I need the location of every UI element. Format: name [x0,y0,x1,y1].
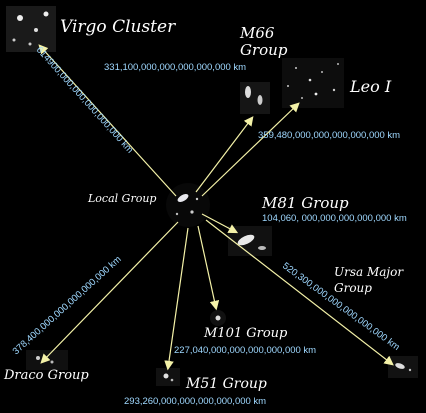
ursa-major-title-line1: Ursa Major [334,265,404,279]
m66-title-line2: Group [240,41,288,59]
ursa-major-title-line2: Group [334,281,372,295]
arrow-virgo [38,44,177,197]
local-group-title: Local Group [87,192,156,205]
m101-group-title: M101 Group [203,326,288,341]
arrow-m66 [195,116,254,193]
arrow-m101 [197,225,220,311]
m66-title-line1: M66 [239,24,275,42]
m51-distance: 293,260,000,000,000,000,000 km [124,396,266,407]
m81-distance: 104,060, 000,000,000,000,000 km [262,213,407,224]
m101-distance: 227,040,000,000,000,000,000 km [174,345,316,356]
leo-i-image [282,58,344,108]
local-group-image [166,183,210,227]
m51-group-title: M51 Group [185,376,267,392]
leo-i-title: Leo I [349,77,392,96]
ursa-major-group-image [388,356,418,378]
draco-group-title: Draco Group [3,368,89,383]
m101-group-image [210,310,226,326]
arrow-draco [40,221,179,364]
arrow-m51 [164,227,189,371]
m51-group-image [156,368,180,386]
m66-distance: 331,100,000,000,000,000,000 km [104,62,246,73]
arrow-ursa [205,219,394,366]
arrow-m81 [201,213,239,234]
virgo-cluster-image [6,6,56,52]
m81-group-title: M81 Group [261,194,349,212]
m81-group-image [228,226,272,256]
virgo-cluster-title: Virgo Cluster [60,17,176,37]
draco-group-image [26,350,68,370]
leo-i-distance: 359,480,000,000,000,000,000 km [258,130,400,141]
m66-group-image [240,82,270,114]
draco-distance: 378,400,000,000,000,000,000 km [11,254,124,357]
arrow-leo [201,102,300,197]
